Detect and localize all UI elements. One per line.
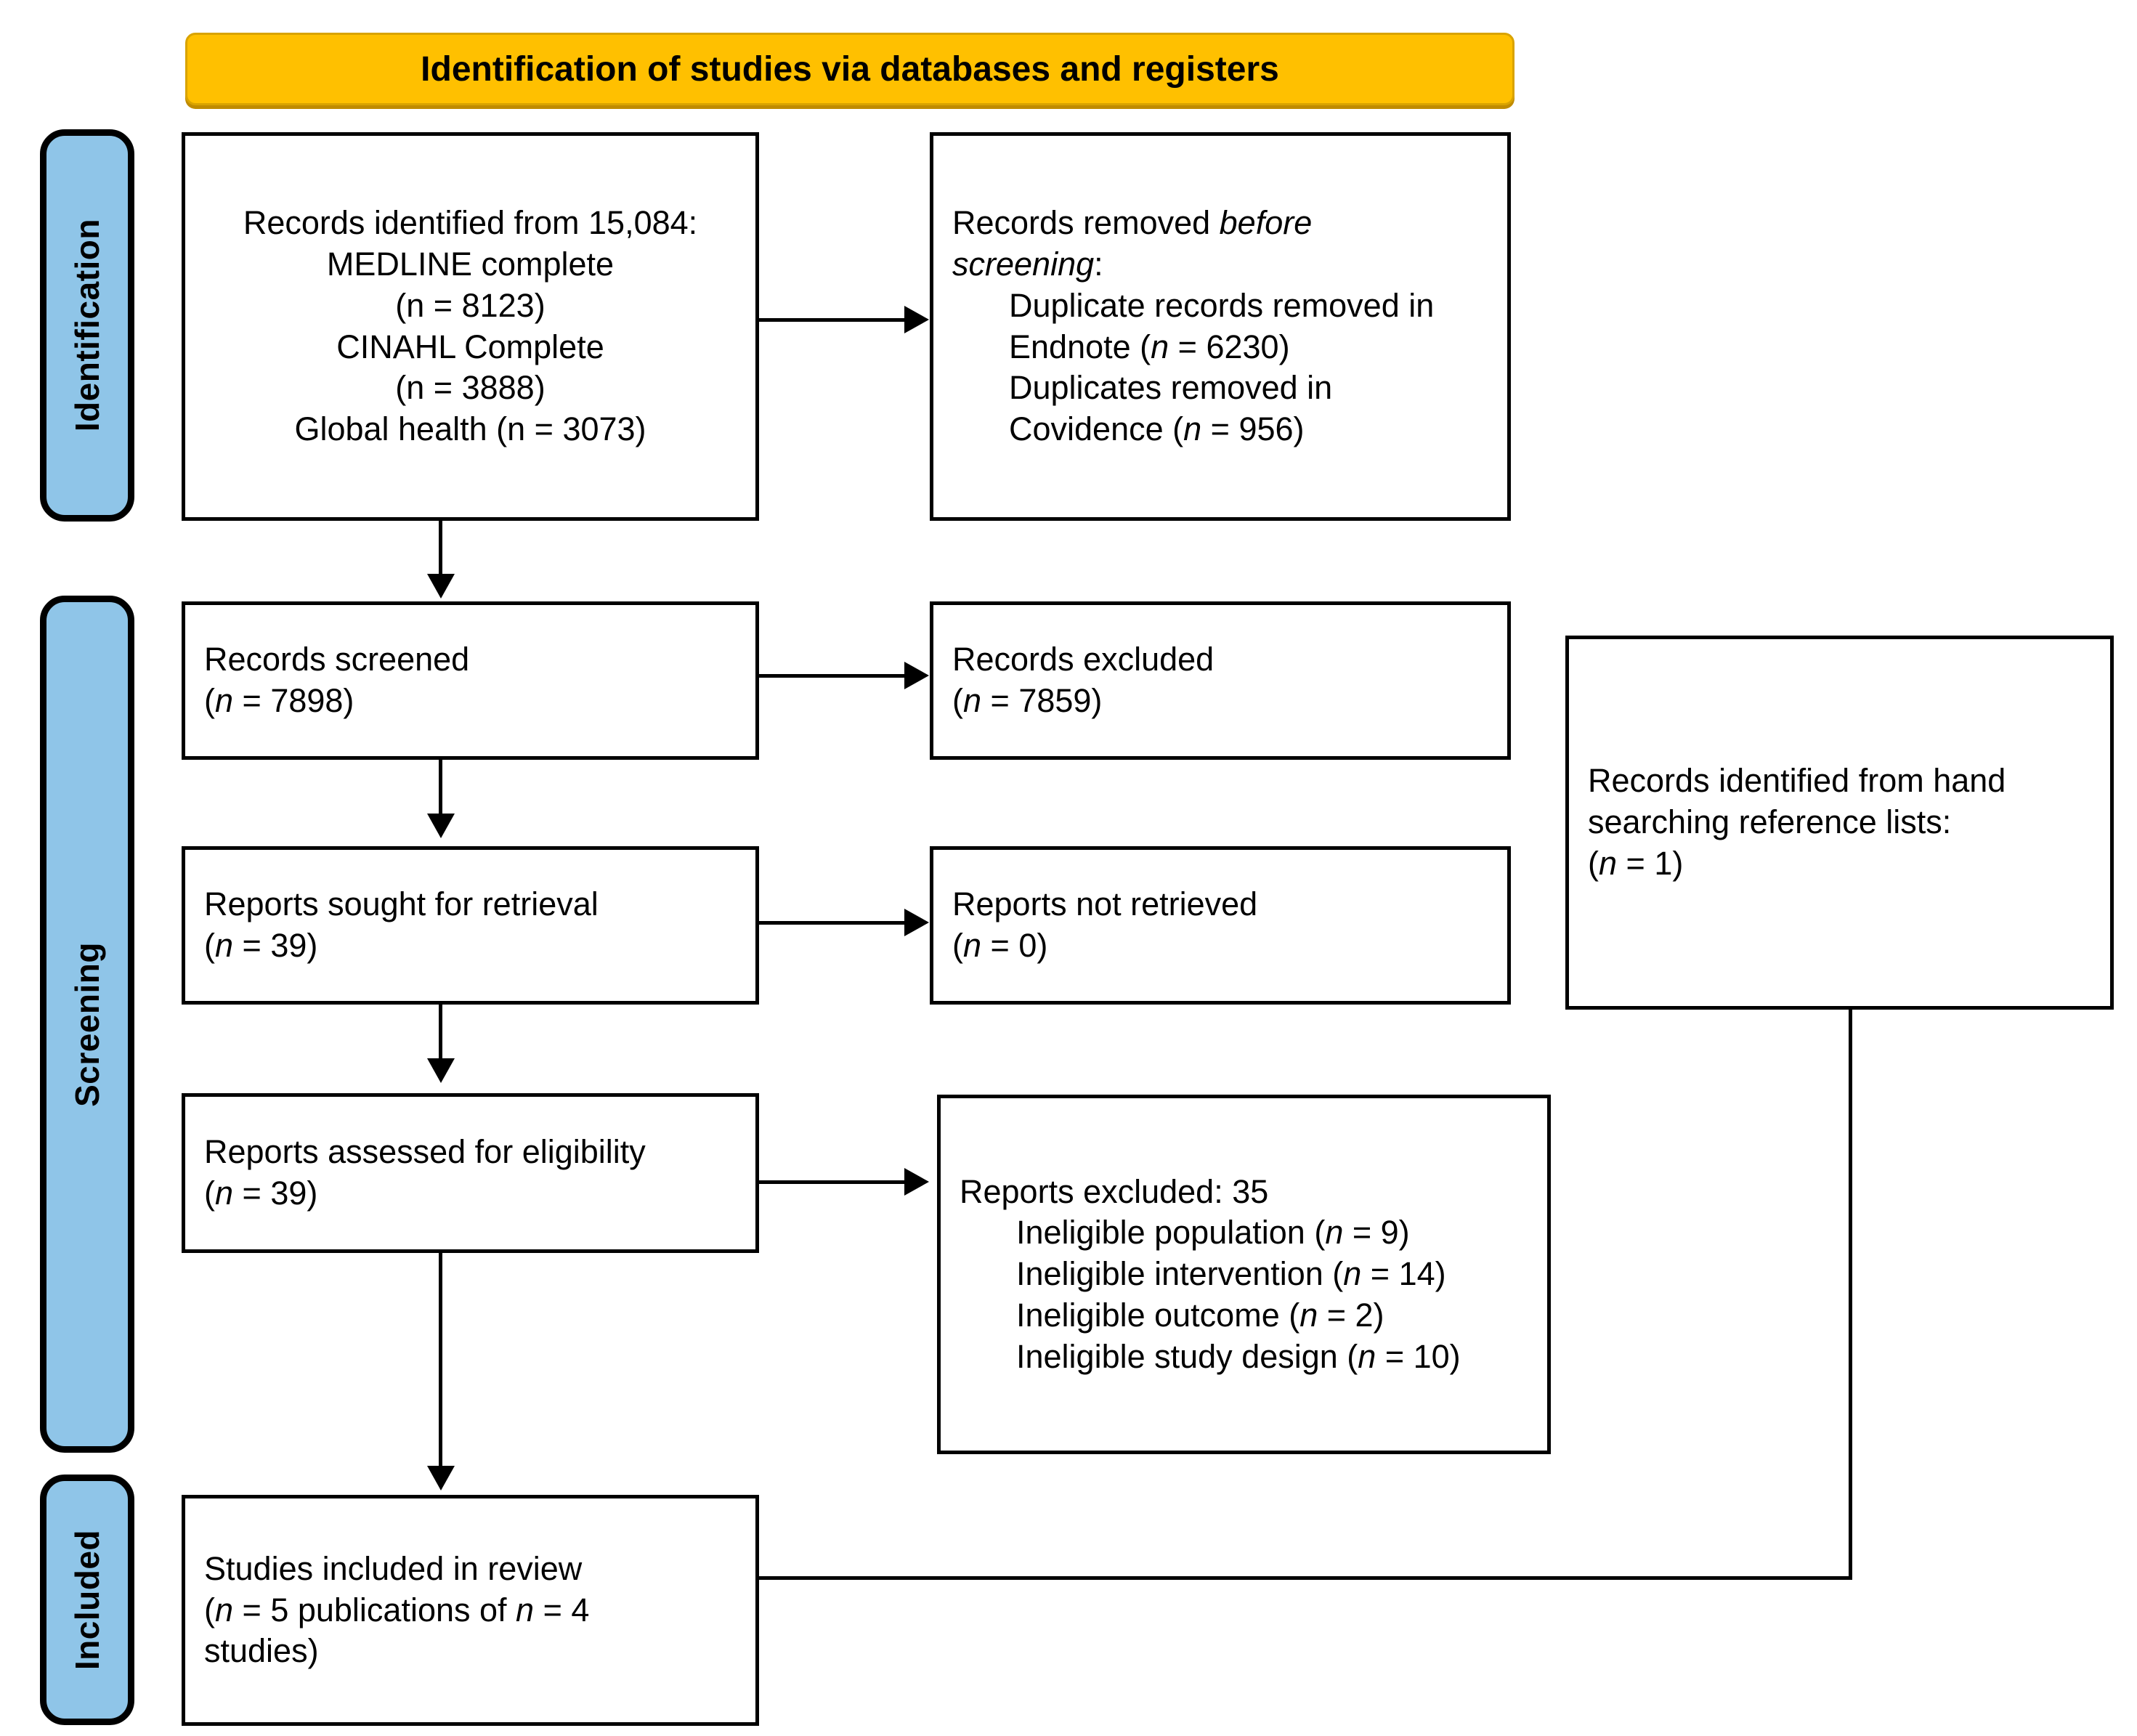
- records-excluded-line-1: Records excluded: [952, 641, 1215, 678]
- box-records-removed: Records removed before screening: Duplic…: [930, 132, 1511, 521]
- studies-included-line-2: (n = 5 publications of n = 4: [204, 1591, 590, 1628]
- box-reports-assessed: Reports assessed for eligibility (n = 39…: [182, 1093, 759, 1253]
- banner-identification-header: Identification of studies via databases …: [185, 33, 1514, 105]
- box-records-excluded: Records excluded (n = 7859): [930, 601, 1511, 760]
- box-hand-searching: Records identified from hand searching r…: [1565, 636, 2114, 1010]
- connector-screened-to-excluded: [759, 674, 908, 678]
- phase-tab-identification-label: Identification: [68, 219, 106, 432]
- arrowhead-identified-to-screened: [427, 574, 455, 599]
- reports-excluded-line-2: Ineligible population (n = 9): [1016, 1214, 1410, 1252]
- hand-searching-line-2: searching reference lists:: [1588, 803, 1952, 841]
- connector-identified-to-screened: [439, 521, 442, 575]
- banner-title: Identification of studies via databases …: [421, 49, 1279, 89]
- records-identified-line-1: Records identified from 15,084:: [243, 204, 698, 242]
- arrowhead-assessed-to-excluded: [904, 1168, 929, 1196]
- connector-assessed-to-included: [439, 1253, 442, 1467]
- records-identified-line-3: (n = 8123): [395, 286, 546, 324]
- box-studies-included: Studies included in review (n = 5 public…: [182, 1495, 759, 1726]
- records-identified-line-5: (n = 3888): [395, 369, 546, 407]
- box-reports-not-retrieved: Reports not retrieved (n = 0): [930, 846, 1511, 1005]
- arrowhead-identified-to-removed: [904, 306, 929, 333]
- connector-handsearch-horizontal: [676, 1576, 1852, 1580]
- reports-excluded-line-1: Reports excluded: 35: [960, 1172, 1269, 1210]
- records-removed-line-4: Endnote (n = 6230): [1009, 328, 1290, 365]
- reports-excluded-line-5: Ineligible study design (n = 10): [1016, 1337, 1461, 1375]
- connector-screened-to-sought: [439, 760, 442, 814]
- phase-tab-included: Included: [40, 1475, 134, 1725]
- hand-searching-line-3: (n = 1): [1588, 844, 1684, 882]
- studies-included-line-3: studies): [204, 1632, 319, 1670]
- reports-sought-line-1: Reports sought for retrieval: [204, 885, 599, 923]
- box-records-screened: Records screened (n = 7898): [182, 601, 759, 760]
- records-identified-line-4: CINAHL Complete: [336, 328, 604, 365]
- phase-tab-included-label: Included: [68, 1529, 106, 1671]
- arrowhead-sought-to-assessed: [427, 1058, 455, 1083]
- arrowhead-sought-to-notretrieved: [904, 909, 929, 936]
- hand-searching-line-1: Records identified from hand: [1588, 762, 2006, 800]
- phase-tab-identification: Identification: [40, 129, 134, 522]
- reports-not-retrieved-line-2: (n = 0): [952, 927, 1048, 964]
- box-reports-excluded-detail: Reports excluded: 35 Ineligible populati…: [937, 1095, 1551, 1454]
- records-removed-line-6: Covidence (n = 956): [1009, 410, 1305, 447]
- reports-sought-line-2: (n = 39): [204, 927, 318, 964]
- connector-handsearch-vertical: [1849, 1010, 1852, 1580]
- records-screened-line-2: (n = 7898): [204, 682, 354, 719]
- box-records-identified: Records identified from 15,084: MEDLINE …: [182, 132, 759, 521]
- arrowhead-screened-to-excluded: [904, 662, 929, 689]
- reports-not-retrieved-line-1: Reports not retrieved: [952, 885, 1258, 923]
- arrowhead-assessed-to-included: [427, 1466, 455, 1490]
- phase-tab-screening: Screening: [40, 596, 134, 1453]
- studies-included-line-1: Studies included in review: [204, 1549, 583, 1587]
- reports-assessed-line-1: Reports assessed for eligibility: [204, 1133, 646, 1171]
- records-removed-line-3: Duplicate records removed in: [1009, 286, 1435, 324]
- reports-assessed-line-2: (n = 39): [204, 1175, 318, 1212]
- connector-sought-to-assessed: [439, 1005, 442, 1059]
- records-removed-line-1: Records removed before: [952, 204, 1313, 242]
- connector-identified-to-removed: [759, 318, 908, 322]
- connector-sought-to-notretrieved: [759, 921, 908, 925]
- records-removed-line-2: screening:: [952, 246, 1103, 283]
- records-excluded-line-2: (n = 7859): [952, 682, 1103, 719]
- phase-tab-screening-label: Screening: [68, 941, 106, 1107]
- box-reports-sought: Reports sought for retrieval (n = 39): [182, 846, 759, 1005]
- records-removed-line-5: Duplicates removed in: [1009, 369, 1333, 407]
- records-identified-line-6: Global health (n = 3073): [294, 410, 646, 447]
- reports-excluded-line-4: Ineligible outcome (n = 2): [1016, 1296, 1384, 1334]
- arrowhead-screened-to-sought: [427, 814, 455, 838]
- connector-assessed-to-excluded: [759, 1180, 908, 1184]
- reports-excluded-line-3: Ineligible intervention (n = 14): [1016, 1255, 1446, 1293]
- records-identified-line-2: MEDLINE complete: [326, 246, 615, 283]
- records-screened-line-1: Records screened: [204, 641, 470, 678]
